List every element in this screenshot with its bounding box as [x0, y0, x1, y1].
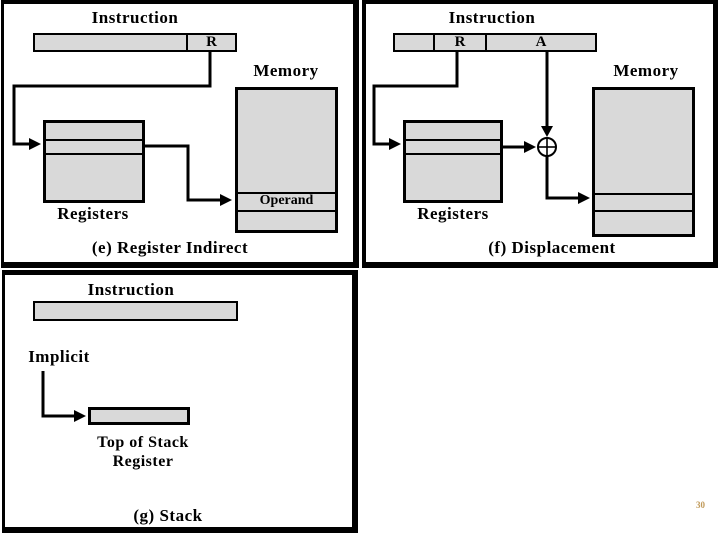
g-caption: (g) Stack — [133, 506, 203, 525]
e-memory-label: Memory — [253, 61, 319, 80]
g-top-of-stack-box — [88, 407, 190, 425]
f-instruction-field-divider-2 — [485, 35, 487, 50]
f-registers-label: Registers — [417, 204, 489, 223]
e-instruction-field-divider — [186, 35, 188, 50]
e-memory-divider-2 — [238, 210, 335, 212]
e-field-r: R — [206, 34, 217, 50]
f-registers-box — [403, 120, 503, 203]
f-memory-box — [592, 87, 695, 237]
g-top-of-stack-label-line2: Register — [112, 453, 174, 470]
panel-stack-frame — [2, 270, 358, 533]
e-caption: (e) Register Indirect — [91, 238, 249, 257]
f-instruction-box: R A — [393, 33, 597, 52]
panel-displacement-frame — [362, 0, 718, 268]
e-registers-divider-2 — [46, 153, 142, 155]
f-memory-label: Memory — [613, 61, 679, 80]
g-implicit-label: Implicit — [28, 347, 90, 366]
panel-register-indirect-frame — [1, 0, 359, 268]
slide-page-number: 30 — [696, 500, 705, 510]
f-caption: (f) Displacement — [488, 238, 616, 257]
e-instruction-label: Instruction — [91, 8, 179, 27]
f-instruction-field-divider-1 — [433, 35, 435, 50]
e-registers-label: Registers — [57, 204, 129, 223]
f-field-r: R — [454, 34, 466, 50]
e-memory-box — [235, 87, 338, 233]
e-registers-box — [43, 120, 145, 203]
g-top-of-stack-label-line1: Top of Stack — [97, 434, 189, 451]
f-memory-divider-2 — [595, 210, 692, 212]
f-registers-divider-1 — [406, 139, 500, 141]
e-operand-label: Operand — [259, 193, 314, 208]
g-instruction-label: Instruction — [87, 280, 175, 299]
e-instruction-box: R — [33, 33, 237, 52]
f-registers-divider-2 — [406, 153, 500, 155]
f-instruction-label: Instruction — [448, 8, 536, 27]
f-memory-divider-1 — [595, 193, 692, 195]
e-registers-divider-1 — [46, 139, 142, 141]
e-memory-divider-1 — [238, 192, 335, 194]
f-field-a: A — [535, 34, 547, 50]
g-instruction-box — [33, 301, 238, 321]
